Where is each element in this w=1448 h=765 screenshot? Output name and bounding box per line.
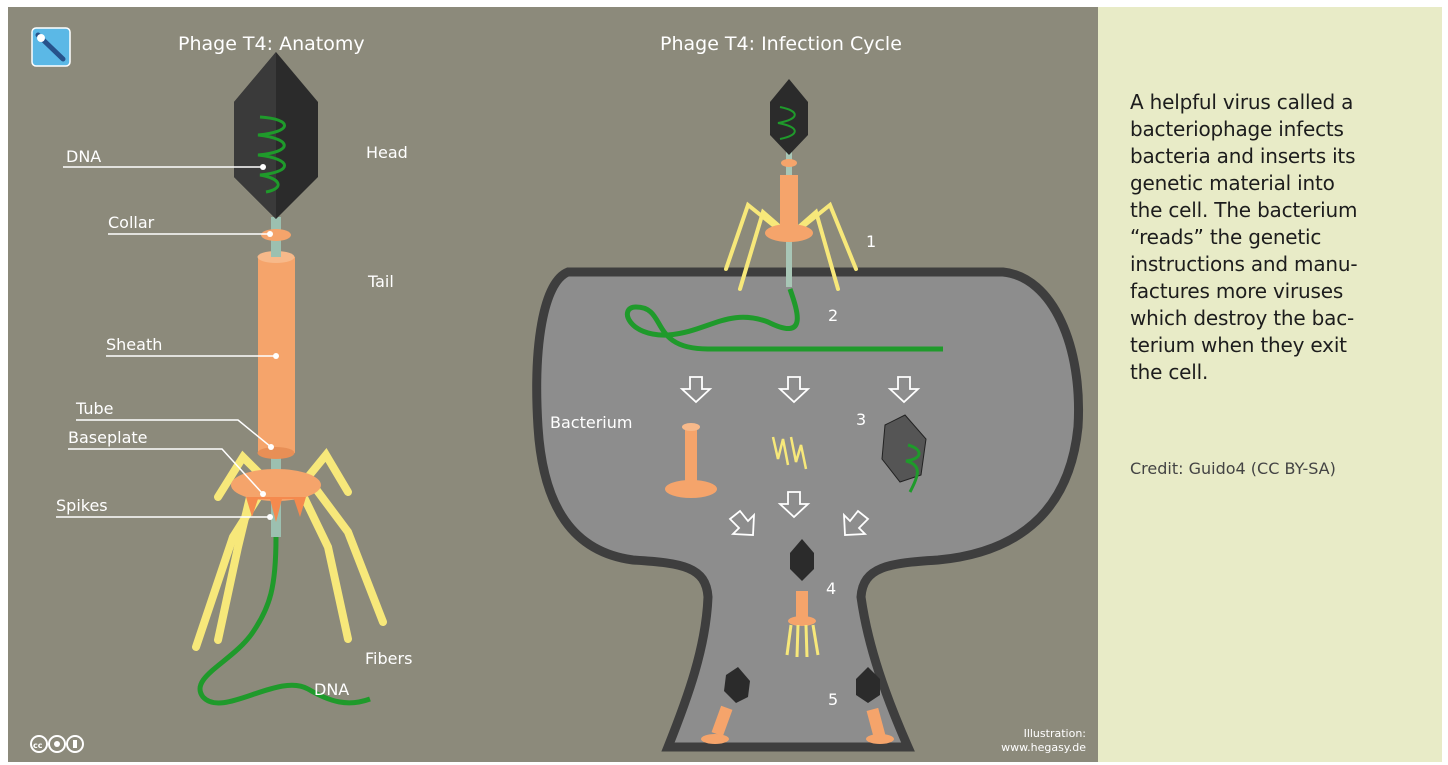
step-4: 4 bbox=[826, 579, 836, 598]
step-3: 3 bbox=[856, 410, 866, 429]
label-collar: Collar bbox=[108, 213, 155, 232]
label-spikes: Spikes bbox=[56, 496, 108, 515]
cycle-title: Phage T4: Infection Cycle bbox=[660, 33, 902, 55]
caption-panel: A helpful virus called a bacteriophage i… bbox=[1098, 7, 1442, 762]
label-dna-tail: DNA bbox=[314, 680, 349, 699]
cc-license-icons[interactable]: cc bbox=[31, 736, 83, 752]
label-tube: Tube bbox=[75, 399, 113, 418]
collar bbox=[261, 229, 291, 241]
illustration-credit-line1: Illustration: bbox=[1024, 727, 1086, 740]
step-2: 2 bbox=[828, 306, 838, 325]
photo-credit: Credit: Guido4 (CC BY-SA) bbox=[1130, 459, 1336, 478]
label-sheath: Sheath bbox=[106, 335, 162, 354]
bacterium-cell bbox=[537, 272, 1079, 747]
label-baseplate: Baseplate bbox=[68, 428, 147, 447]
anatomy-title: Phage T4: Anatomy bbox=[178, 33, 365, 55]
step-5: 5 bbox=[828, 690, 838, 709]
svg-text:cc: cc bbox=[33, 741, 43, 750]
illustration-svg: Phage T4: Anatomy bbox=[8, 7, 1098, 762]
bacterium-label: Bacterium bbox=[550, 413, 632, 432]
anatomy-phage bbox=[196, 52, 383, 703]
label-tail: Tail bbox=[367, 272, 394, 291]
phage-illustration: Phage T4: Anatomy bbox=[8, 7, 1098, 762]
step1-phage bbox=[726, 79, 856, 289]
label-head: Head bbox=[366, 143, 408, 162]
label-dna-head: DNA bbox=[66, 147, 101, 166]
label-fibers: Fibers bbox=[365, 649, 412, 668]
step-1: 1 bbox=[866, 232, 876, 251]
illustration-credit-line2: www.hegasy.de bbox=[1001, 741, 1086, 754]
caption-text: A helpful virus called a bacteriophage i… bbox=[1130, 89, 1420, 386]
app-icon[interactable] bbox=[32, 28, 70, 66]
